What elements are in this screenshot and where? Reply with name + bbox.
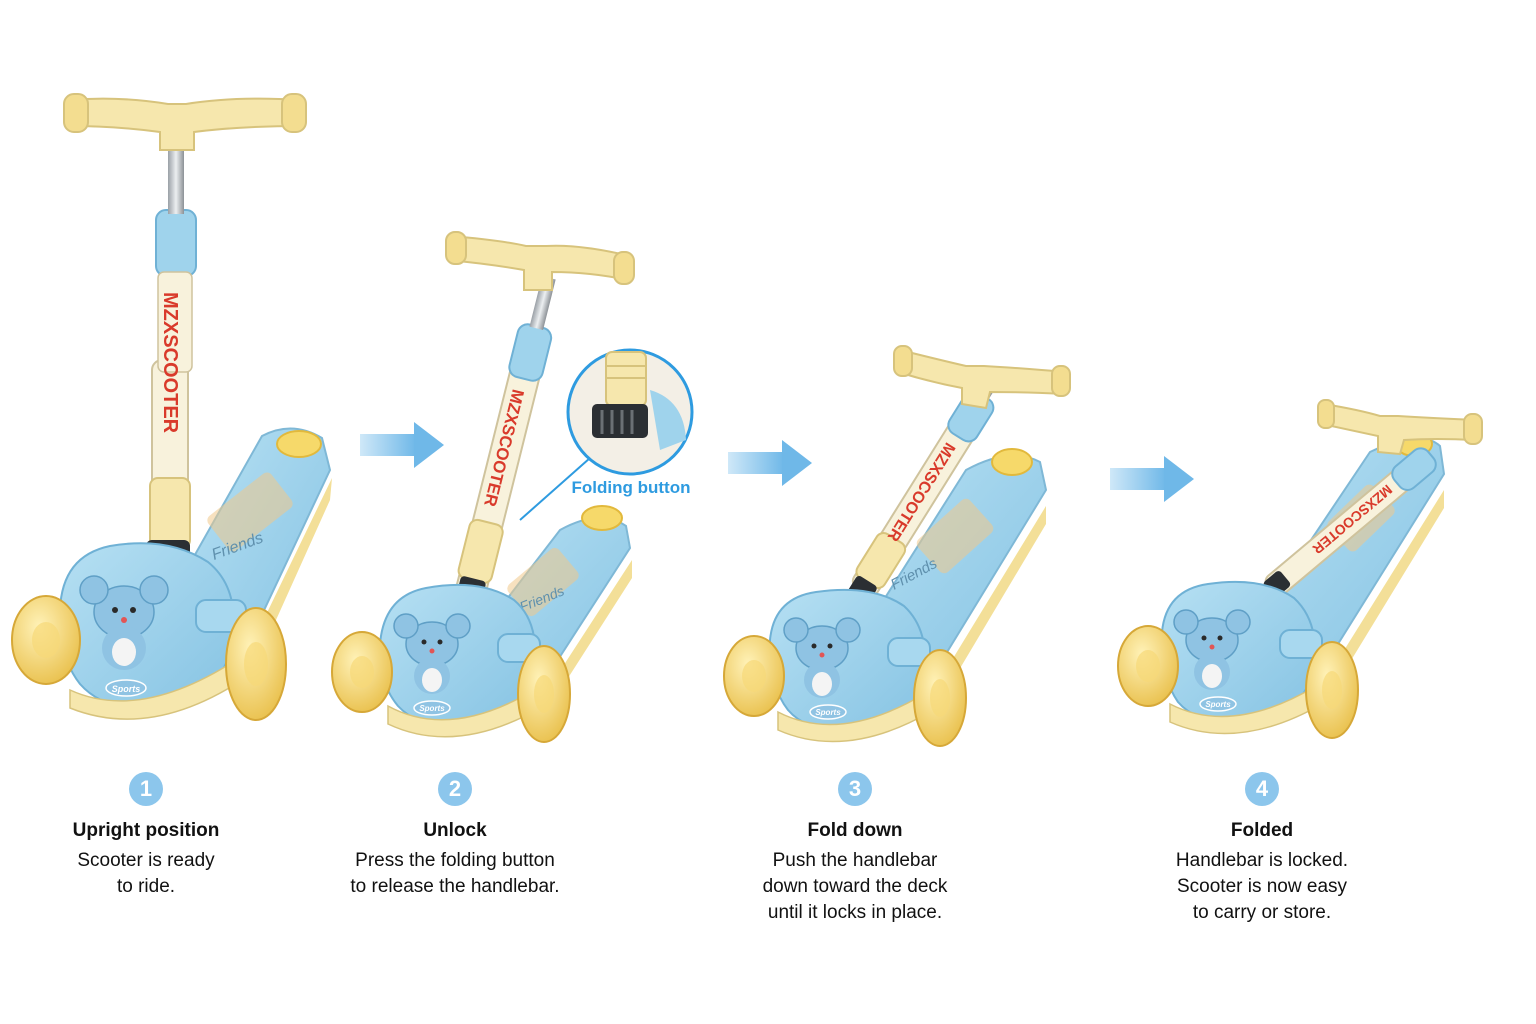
step-desc-line: Push the handlebar: [772, 850, 938, 871]
stem-collar: [508, 323, 553, 382]
grip-right: [613, 251, 635, 285]
scooter-upright: Friends MZXSCOOTER Sports: [11, 93, 332, 721]
step-1: 1 Upright position Scooter is ready to r…: [0, 772, 306, 900]
handlebar: [896, 348, 1068, 410]
step-desc-line: to ride.: [116, 876, 176, 897]
footrest: [887, 637, 931, 667]
step-description: Scooter is ready to ride.: [0, 848, 306, 900]
step-desc-line: Press the folding button: [355, 850, 555, 871]
handlebar: [1320, 402, 1478, 456]
stem-brand-text: MZXSCOOTER: [159, 292, 181, 434]
stem-collar: [155, 209, 197, 277]
step-title: Fold down: [807, 820, 903, 841]
folding-button-callout: [519, 348, 694, 521]
step-desc-line: to carry or store.: [1192, 902, 1332, 923]
step-number-badge: 3: [838, 772, 872, 806]
folding-button-label: Folding button: [571, 478, 691, 497]
step-desc-line: Scooter is ready: [77, 850, 215, 871]
step-number-badge: 2: [438, 772, 472, 806]
step-title: Unlock: [423, 820, 487, 841]
handlebar: [446, 234, 632, 291]
folding-button-detail: [592, 404, 648, 438]
grip-right: [281, 93, 307, 133]
step-desc-line: Scooter is now easy: [1176, 876, 1348, 897]
mouse-mascot: [393, 613, 471, 694]
scooter-unlock: Friends MZXSCOOTER Sports: [331, 231, 635, 743]
step-number-badge: 4: [1245, 772, 1279, 806]
grip-left: [445, 231, 467, 265]
sports-badge: [105, 679, 147, 697]
mouse-mascot: [1173, 609, 1251, 690]
step-desc-line: until it locks in place.: [767, 902, 943, 923]
step-3: 3 Fold down Push the handlebar down towa…: [695, 772, 1015, 926]
grip-left: [1317, 399, 1335, 429]
step-description: Push the handlebar down toward the deck …: [695, 848, 1015, 926]
step-description: Press the folding button to release the …: [295, 848, 615, 900]
rear-fender: [276, 430, 322, 458]
stem-pole: [168, 150, 184, 214]
arrow-1-to-2: [360, 422, 444, 468]
grip-left: [893, 345, 913, 377]
sports-badge: [413, 700, 451, 716]
footrest: [1279, 629, 1323, 659]
sports-badge: [1199, 696, 1237, 712]
step-title: Upright position: [72, 820, 220, 841]
handlebar: [69, 97, 304, 151]
step-2: 2 Unlock Press the folding button to rel…: [295, 772, 615, 900]
rear-fender: [991, 448, 1033, 476]
scooter-folded: Friends MZXSCOOTER Sports: [1117, 399, 1483, 739]
rear-fender: [581, 505, 623, 531]
scooter-fold-down: Friends MZXSCOOTER Sports: [723, 345, 1071, 747]
step-4: 4 Folded Handlebar is locked. Scooter is…: [1102, 772, 1422, 926]
step-title: Folded: [1230, 820, 1294, 841]
sports-badge: [809, 704, 847, 720]
step-number-badge: 1: [129, 772, 163, 806]
arrow-3-to-4: [1110, 456, 1194, 502]
step-description: Handlebar is locked. Scooter is now easy…: [1102, 848, 1422, 926]
arrow-2-to-3: [728, 440, 812, 486]
svg-text:Sports: Sports: [815, 708, 841, 717]
mouse-mascot: [79, 575, 169, 670]
step-desc-line: Handlebar is locked.: [1175, 850, 1349, 871]
stem-collar: [1391, 447, 1437, 491]
svg-text:Sports: Sports: [112, 684, 141, 694]
step-desc-line: down toward the deck: [762, 876, 948, 897]
mouse-mascot: [783, 617, 861, 698]
svg-text:Sports: Sports: [1205, 700, 1231, 709]
step-desc-line: to release the handlebar.: [350, 876, 560, 897]
grip-right: [1051, 365, 1071, 397]
grip-right: [1463, 413, 1483, 445]
grip-left: [63, 93, 89, 133]
svg-text:Sports: Sports: [419, 704, 445, 713]
